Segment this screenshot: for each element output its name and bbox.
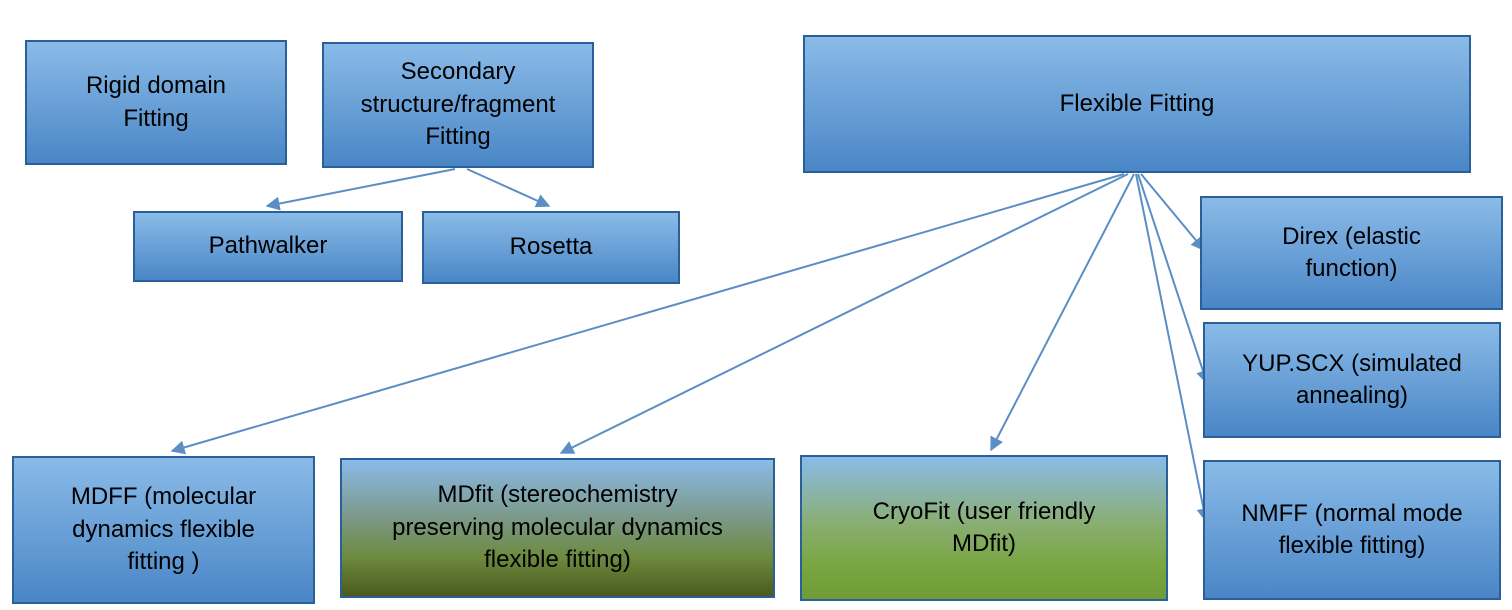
edge-flexible-to-direx (1140, 173, 1205, 252)
node-mdff: MDFF (molecular dynamics flexible fittin… (12, 456, 315, 604)
node-direx: Direx (elastic function) (1200, 196, 1503, 310)
node-pathwalker: Pathwalker (133, 211, 403, 282)
node-secondary-structure-fragment-fitting: Secondary structure/fragment Fitting (322, 42, 594, 168)
node-nmff: NMFF (normal mode flexible fitting) (1203, 460, 1501, 600)
edge-secondary-to-rosetta (466, 168, 551, 208)
node-secondary-structure-fragment-fitting-label: Secondary structure/fragment Fitting (360, 58, 556, 151)
node-flexible-fitting-label: Flexible Fitting (1059, 89, 1215, 117)
node-mdff-label: MDFF (molecular dynamics flexible fittin… (70, 483, 257, 576)
edge-flexible-to-cryofit (990, 173, 1135, 452)
edge-flexible-to-yupscx (1137, 173, 1210, 385)
edge-secondary-to-pathwalker (265, 168, 456, 211)
node-yupscx: YUP.SCX (simulated annealing) (1203, 322, 1501, 438)
node-rigid-domain-fitting: Rigid domain Fitting (25, 40, 287, 165)
node-flexible-fitting: Flexible Fitting (803, 35, 1471, 173)
node-rigid-domain-fitting-label: Rigid domain Fitting (85, 72, 227, 132)
node-yupscx-label: YUP.SCX (simulated annealing) (1242, 349, 1462, 409)
node-mdfit: MDfit (stereochemistry preserving molecu… (340, 458, 775, 598)
node-cryofit: CryoFit (user friendly MDfit) (800, 455, 1168, 601)
node-cryofit-label: CryoFit (user friendly MDfit) (872, 497, 1096, 557)
node-pathwalker-label: Pathwalker (208, 232, 328, 260)
node-nmff-label: NMFF (normal mode flexible fitting) (1241, 499, 1463, 559)
node-rosetta-label: Rosetta (509, 233, 593, 261)
node-mdfit-label: MDfit (stereochemistry preserving molecu… (392, 481, 723, 574)
node-direx-label: Direx (elastic function) (1282, 222, 1421, 282)
node-rosetta: Rosetta (422, 211, 680, 284)
